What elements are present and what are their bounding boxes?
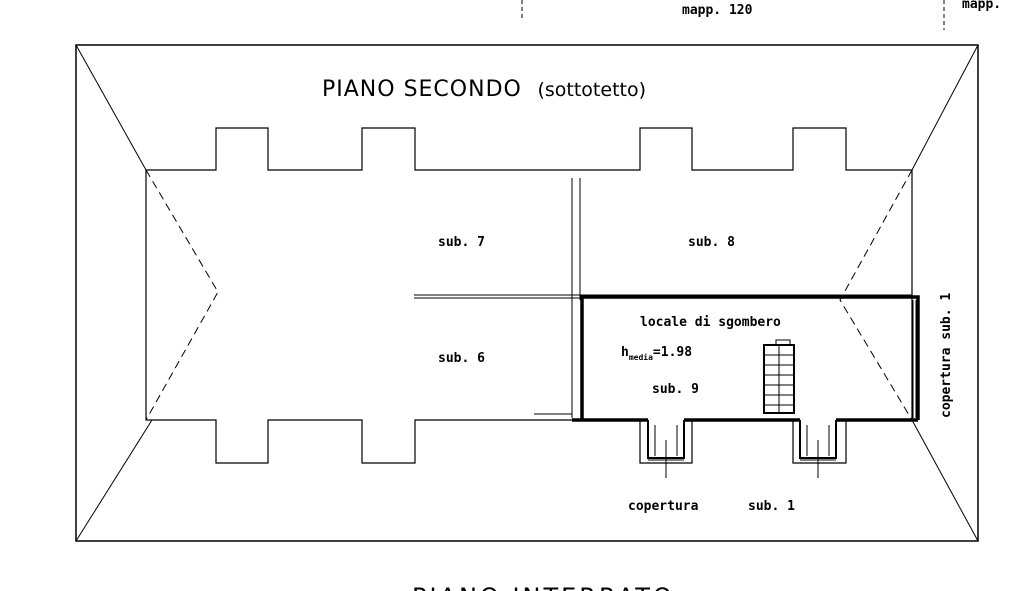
- plan-title: PIANO SECONDO (sottotetto): [322, 77, 646, 102]
- label-sub7: sub. 7: [438, 235, 485, 250]
- label-sub8: sub. 8: [688, 235, 735, 250]
- partitions: [414, 178, 913, 418]
- mapp-right-label: mapp.: [962, 0, 1001, 12]
- staircase: [763, 339, 795, 414]
- next-section-title: PIANO INTERRATO: [412, 583, 675, 591]
- right-wall-hatch: [912, 300, 917, 418]
- label-copertura-bottom: copertura: [628, 499, 699, 514]
- label-sub9: sub. 9: [652, 382, 699, 397]
- entrance-markers: [648, 440, 836, 478]
- roof-ridges: [75, 44, 979, 542]
- outer-frame: [75, 44, 979, 542]
- label-copertura-right: copertura sub. 1: [939, 293, 954, 418]
- room-sub9-walls: [572, 295, 920, 459]
- label-copertura-bottom-sub: sub. 1: [748, 499, 795, 514]
- label-locale-sgombero: locale di sgombero: [640, 315, 781, 330]
- dashed-hip-lines: [145, 169, 913, 421]
- mapp-120-label: mapp. 120: [682, 3, 753, 18]
- label-h-media: hmedia=1.98: [621, 345, 692, 362]
- header-dividers: [521, 0, 945, 30]
- label-sub6: sub. 6: [438, 351, 485, 366]
